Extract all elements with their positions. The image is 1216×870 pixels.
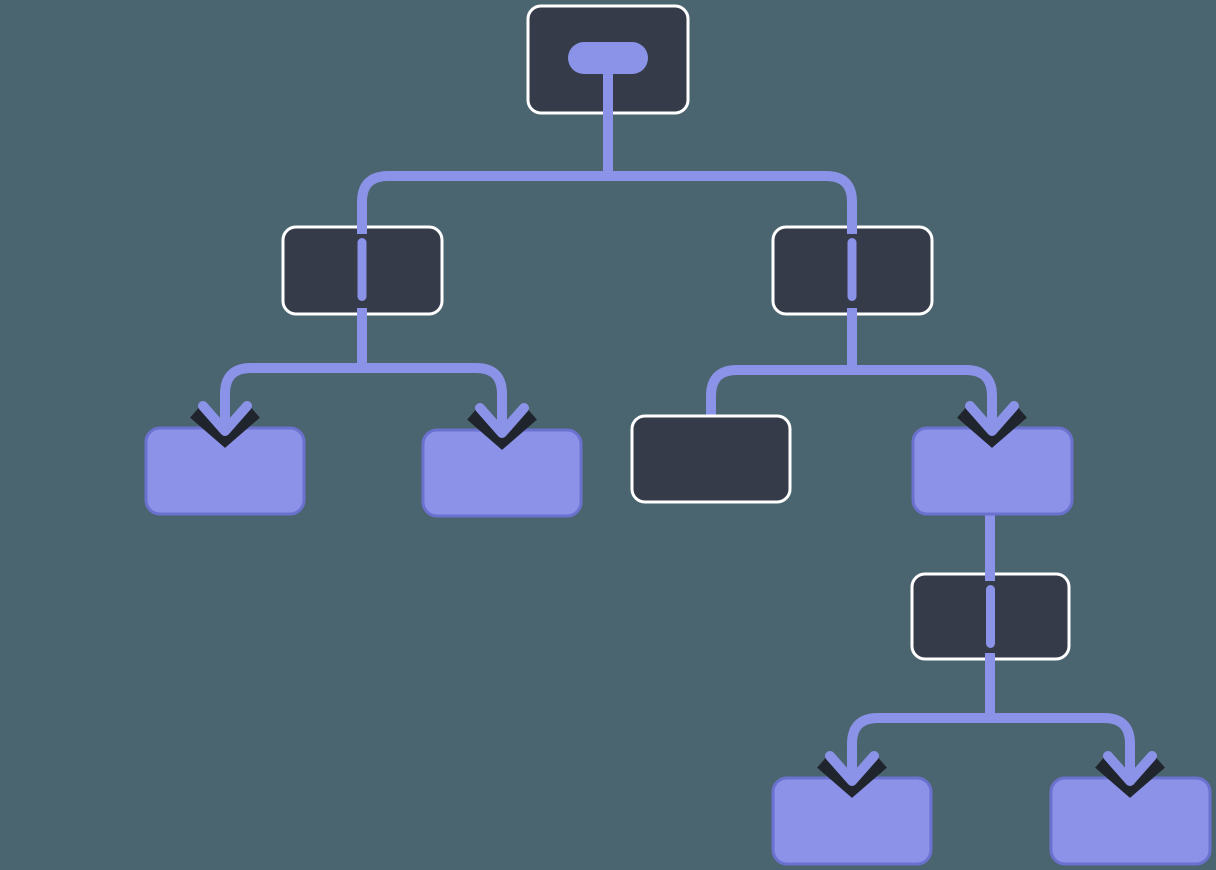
stem-patch: [847, 221, 857, 234]
pill-icon: [568, 42, 648, 74]
stem-patch: [357, 308, 367, 321]
vertical-bar-icon: [986, 585, 995, 648]
edge-branch-left-to-leaves: [220, 314, 507, 430]
stem-patch: [357, 221, 367, 234]
stem-patch: [985, 568, 995, 581]
edge-branch-bottom-to-leaves: [847, 655, 1135, 778]
edges: [220, 74, 1135, 778]
vertical-bar-icon: [357, 238, 367, 301]
stem-patch: [985, 653, 995, 666]
node-leaf-collapsed[interactable]: [630, 414, 792, 504]
node-decorations: [357, 42, 995, 666]
edge-branch-right-to-leaves: [706, 314, 997, 428]
stem-patch: [847, 308, 857, 321]
vertical-bar-icon: [847, 238, 857, 301]
root-stem: [603, 74, 613, 119]
nodes: [144, 4, 1212, 866]
